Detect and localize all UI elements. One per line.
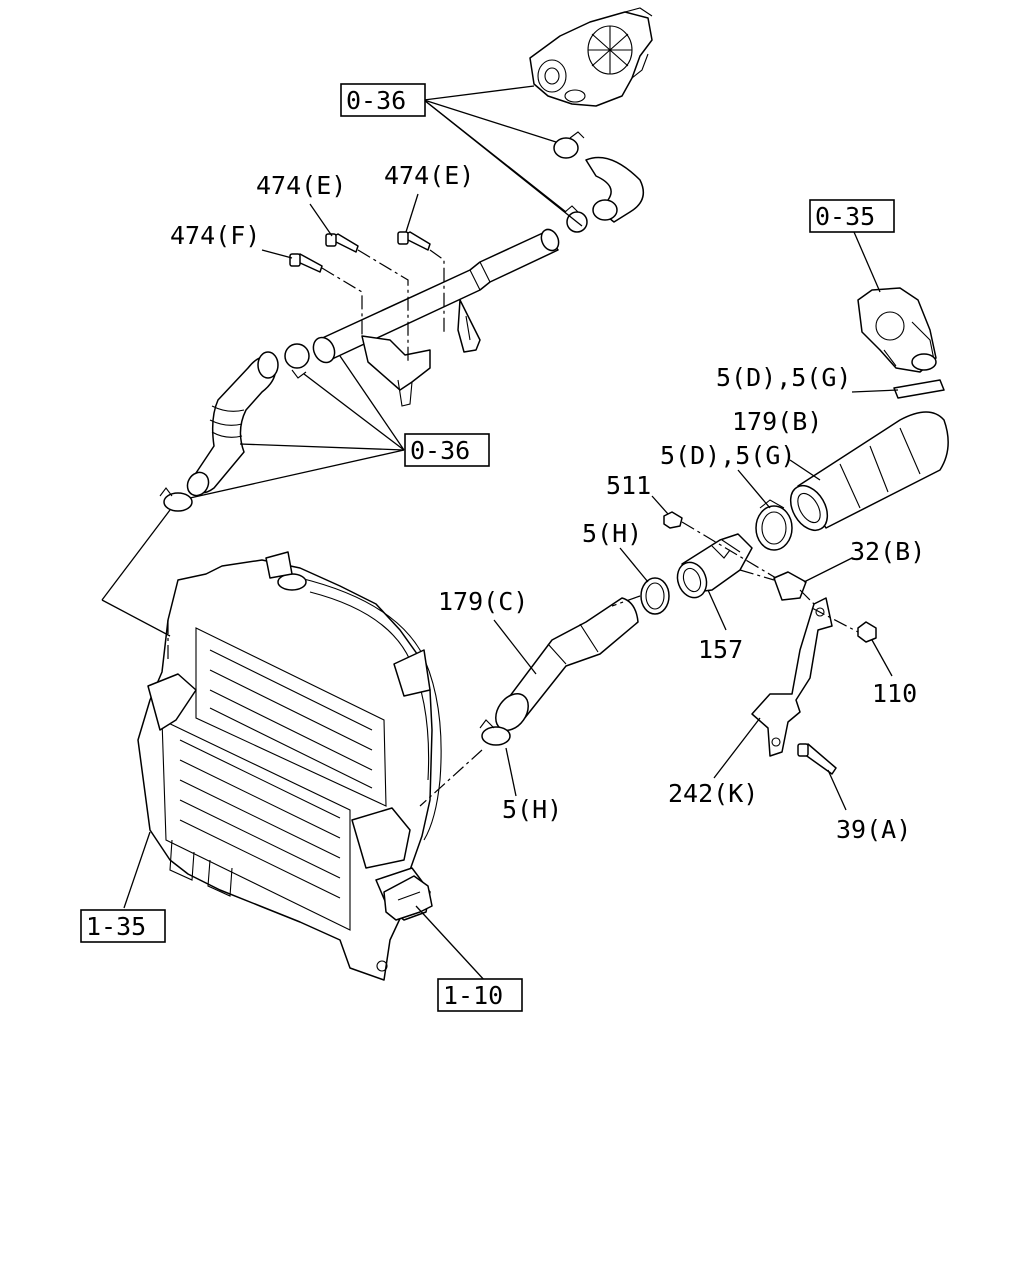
clamp-5h-upper-part [640, 577, 670, 615]
bolt-474e-left-part [325, 233, 359, 253]
leader-lines [101, 85, 899, 983]
bolt-39a-part [797, 743, 837, 775]
part-32b-label: 32(B) [850, 537, 925, 566]
nut-110-part [857, 621, 877, 643]
part-511-label: 511 [606, 471, 651, 500]
part-5dg-label-2: 5(D),5(G) [660, 441, 795, 470]
labels: 0-36 0-36 0-35 1-35 1-10 474(E) 474(E) 4… [86, 86, 925, 1010]
bracket-242k-part [751, 597, 833, 757]
part-474e-label-2: 474(E) [384, 161, 474, 190]
pipe-157-part [676, 533, 753, 599]
ref-box-1-10 [437, 978, 523, 1012]
part-242k-label: 242(K) [668, 779, 758, 808]
part-5dg-label-1: 5(D),5(G) [716, 363, 851, 392]
turbocharger-part [529, 7, 653, 107]
ref-0-35-label: 0-35 [815, 202, 875, 231]
ref-0-36-mid-label: 0-36 [410, 436, 470, 465]
ref-1-35-label: 1-35 [86, 912, 146, 941]
part-110-label: 110 [872, 679, 917, 708]
alignment-lines [167, 249, 859, 807]
part-474e-label-1: 474(E) [256, 171, 346, 200]
sensor-32b-part [773, 571, 807, 601]
part-157-label: 157 [698, 635, 743, 664]
ref-box-0-36-mid [404, 433, 490, 467]
bolt-474f-part [289, 253, 323, 273]
upper-hose-assembly [159, 131, 645, 512]
nut-511-part [663, 511, 683, 529]
part-5h-label-2: 5(H) [502, 795, 562, 824]
part-5h-label-1: 5(H) [582, 519, 642, 548]
part-179b-label: 179(B) [732, 407, 822, 436]
radiator-assembly-part [137, 551, 442, 981]
ref-0-36-top-label: 0-36 [346, 86, 406, 115]
ref-box-0-36-top [340, 83, 426, 117]
part-474f-label: 474(F) [170, 221, 260, 250]
part-39a-label: 39(A) [836, 815, 911, 844]
hose-179c-part [495, 597, 639, 731]
hose-179b-part [789, 411, 949, 532]
bolt-474e-right-part [397, 231, 431, 251]
ref-box-0-35 [809, 199, 895, 233]
throttle-body-part [857, 287, 937, 373]
ref-1-10-label: 1-10 [443, 981, 503, 1010]
part-179c-label: 179(C) [438, 587, 528, 616]
clamp-5g-part [755, 499, 793, 551]
bracket-1-10-part [383, 875, 433, 921]
ref-box-1-35 [80, 909, 166, 943]
clamp-5d-part [893, 379, 945, 399]
clamp-5h-lower-part [479, 719, 511, 746]
